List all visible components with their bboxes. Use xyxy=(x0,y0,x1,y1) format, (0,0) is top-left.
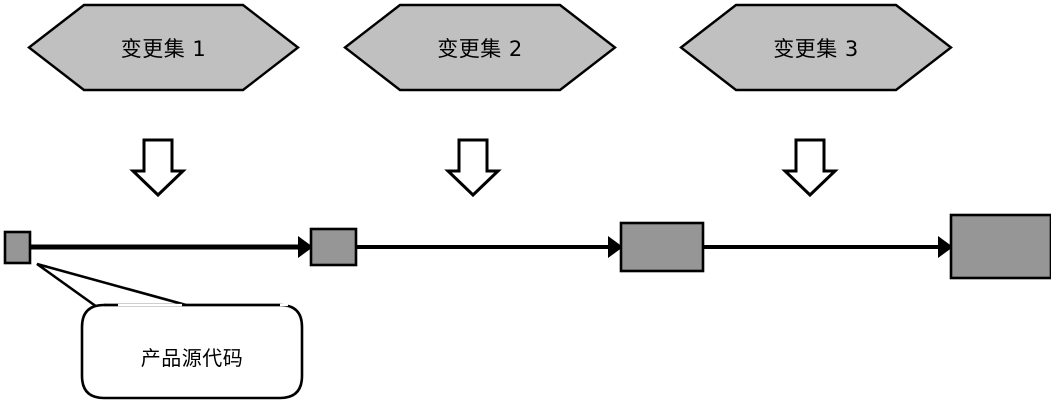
revision-box-1[interactable] xyxy=(3,230,32,265)
changeset-hexagon-3[interactable] xyxy=(679,3,953,92)
revision-box-3[interactable] xyxy=(619,221,705,273)
callout-group xyxy=(36,262,304,400)
apply-arrow-group xyxy=(129,138,839,198)
callout-bubble[interactable] xyxy=(80,303,304,400)
apply-arrow-3-icon xyxy=(781,138,839,198)
timeline-arrow-2 xyxy=(356,236,623,258)
revision-box-group xyxy=(3,213,1051,280)
revision-box-2[interactable] xyxy=(309,227,358,267)
timeline-arrow-1 xyxy=(30,236,313,258)
timeline-arrow-group xyxy=(30,236,953,258)
changeset-group xyxy=(27,3,953,92)
revision-box-4[interactable] xyxy=(949,213,1051,280)
apply-arrow-1-icon xyxy=(129,138,187,198)
timeline-arrow-3 xyxy=(703,236,953,258)
changeset-hexagon-1[interactable] xyxy=(27,3,300,92)
changeset-hexagon-2[interactable] xyxy=(343,3,617,92)
apply-arrow-2-icon xyxy=(444,138,502,198)
